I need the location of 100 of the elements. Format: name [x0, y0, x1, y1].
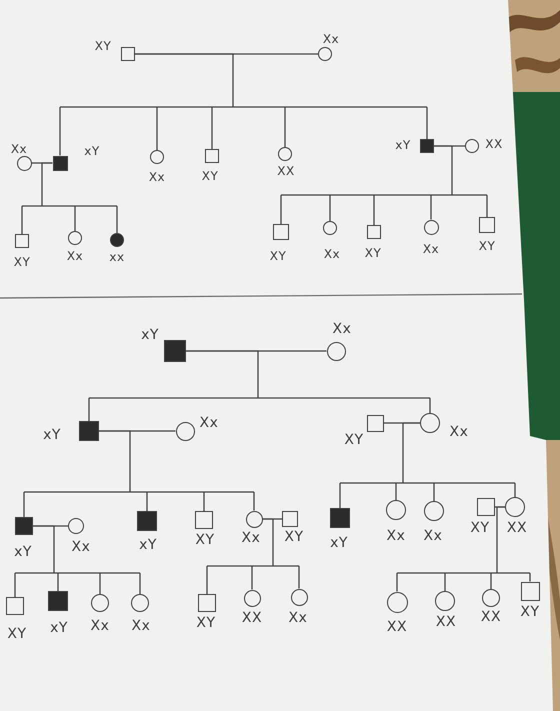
female-circle: [323, 221, 337, 235]
genotype-label: XY: [284, 530, 304, 544]
genotype-label: Xx: [386, 529, 406, 543]
female-circle: [150, 150, 164, 164]
descent-line: [251, 566, 253, 590]
descent-line: [280, 145, 487, 196]
genotype-label: xY: [141, 328, 159, 342]
female-circle: [465, 139, 479, 153]
descent-line: [211, 107, 213, 149]
genotype-label: XX: [242, 611, 262, 625]
genotype-label: Xx: [242, 531, 260, 545]
descent-line: [339, 483, 341, 508]
male-square: [367, 225, 381, 239]
genotype-label: XY: [520, 605, 540, 619]
genotype-label: xx: [109, 251, 125, 263]
genotype-label: XY: [364, 247, 382, 259]
genotype-label: Xx: [322, 33, 340, 45]
female-circle: [424, 501, 444, 521]
genotype-label: XY: [14, 256, 30, 268]
female-circle: [482, 589, 500, 607]
genotype-label: Xx: [424, 529, 442, 543]
genotype-label: xY: [330, 536, 348, 550]
descent-line: [203, 492, 205, 511]
descent-line: [14, 573, 16, 597]
genotype-label: XY: [344, 433, 364, 447]
affected-male-square: [79, 421, 99, 441]
descent-line: [373, 195, 375, 225]
genotype-label: Xx: [10, 143, 28, 155]
descent-line: [490, 573, 492, 589]
descent-line: [426, 107, 428, 139]
genotype-label: XX: [436, 615, 456, 629]
genotype-label: Xx: [422, 243, 440, 255]
male-square: [205, 149, 219, 163]
male-square: [477, 498, 495, 516]
male-square: [121, 47, 135, 61]
genotype-label: Xx: [200, 416, 218, 430]
genotype-label: Xx: [332, 322, 352, 336]
descent-line: [116, 206, 118, 233]
descent-line: [430, 195, 432, 220]
affected-male-square: [420, 139, 434, 153]
descent-line: [284, 107, 286, 147]
genotype-label: Xx: [72, 540, 90, 554]
descent-line: [329, 195, 331, 221]
genotype-label: XX: [506, 521, 528, 535]
genotype-label: XY: [195, 533, 215, 547]
female-circle: [68, 231, 82, 245]
genotype-label: XY: [7, 627, 27, 641]
descent-line: [57, 573, 59, 591]
female-circle: [386, 500, 406, 520]
genotype-label: Xx: [148, 171, 166, 183]
affected-male-square: [137, 511, 157, 531]
descent-line: [396, 573, 398, 592]
descent-line: [429, 398, 431, 413]
genotype-label: XX: [386, 620, 408, 634]
female-circle: [16, 156, 32, 170]
descent-line: [514, 483, 516, 497]
female-circle: [505, 497, 525, 517]
male-square: [198, 594, 216, 612]
genotype-label: XY: [196, 616, 216, 630]
descent-line: [298, 566, 300, 588]
descent-line: [339, 422, 515, 484]
descent-line: [280, 195, 282, 224]
descent-line: [253, 492, 255, 510]
genotype-label: Xx: [66, 250, 84, 262]
genotype-label: xY: [43, 428, 61, 442]
descent-line: [433, 483, 435, 501]
male-square: [366, 414, 384, 432]
descent-line: [529, 573, 531, 582]
female-circle: [176, 422, 194, 440]
genotype-label: Xx: [450, 425, 468, 439]
genotype-label: XY: [470, 521, 490, 535]
male-square: [479, 217, 495, 233]
descent-line: [74, 206, 76, 231]
genotype-label: XY: [478, 240, 496, 252]
descent-line: [206, 518, 299, 567]
female-circle: [68, 518, 84, 534]
male-square: [273, 224, 289, 240]
genotype-label: XY: [202, 170, 218, 182]
descent-line: [206, 566, 208, 594]
affected-male-square: [48, 591, 68, 611]
female-circle: [244, 590, 260, 606]
affected-male-square: [330, 508, 350, 528]
descent-line: [486, 195, 488, 217]
genotype-label: Xx: [90, 619, 110, 633]
descent-line: [59, 107, 61, 156]
female-circle: [246, 510, 262, 528]
descent-line: [156, 107, 158, 150]
genotype-label: XX: [485, 138, 503, 150]
female-circle: [435, 591, 455, 611]
descent-line: [14, 525, 140, 574]
descent-line: [59, 53, 427, 108]
female-circle: [386, 592, 408, 612]
female-circle: [318, 47, 332, 61]
descent-line: [21, 162, 117, 207]
male-square: [195, 511, 213, 529]
descent-line: [146, 492, 148, 511]
male-square: [6, 597, 24, 615]
descent-line: [396, 506, 530, 574]
genotype-label: xY: [395, 139, 411, 151]
female-circle: [420, 413, 440, 433]
